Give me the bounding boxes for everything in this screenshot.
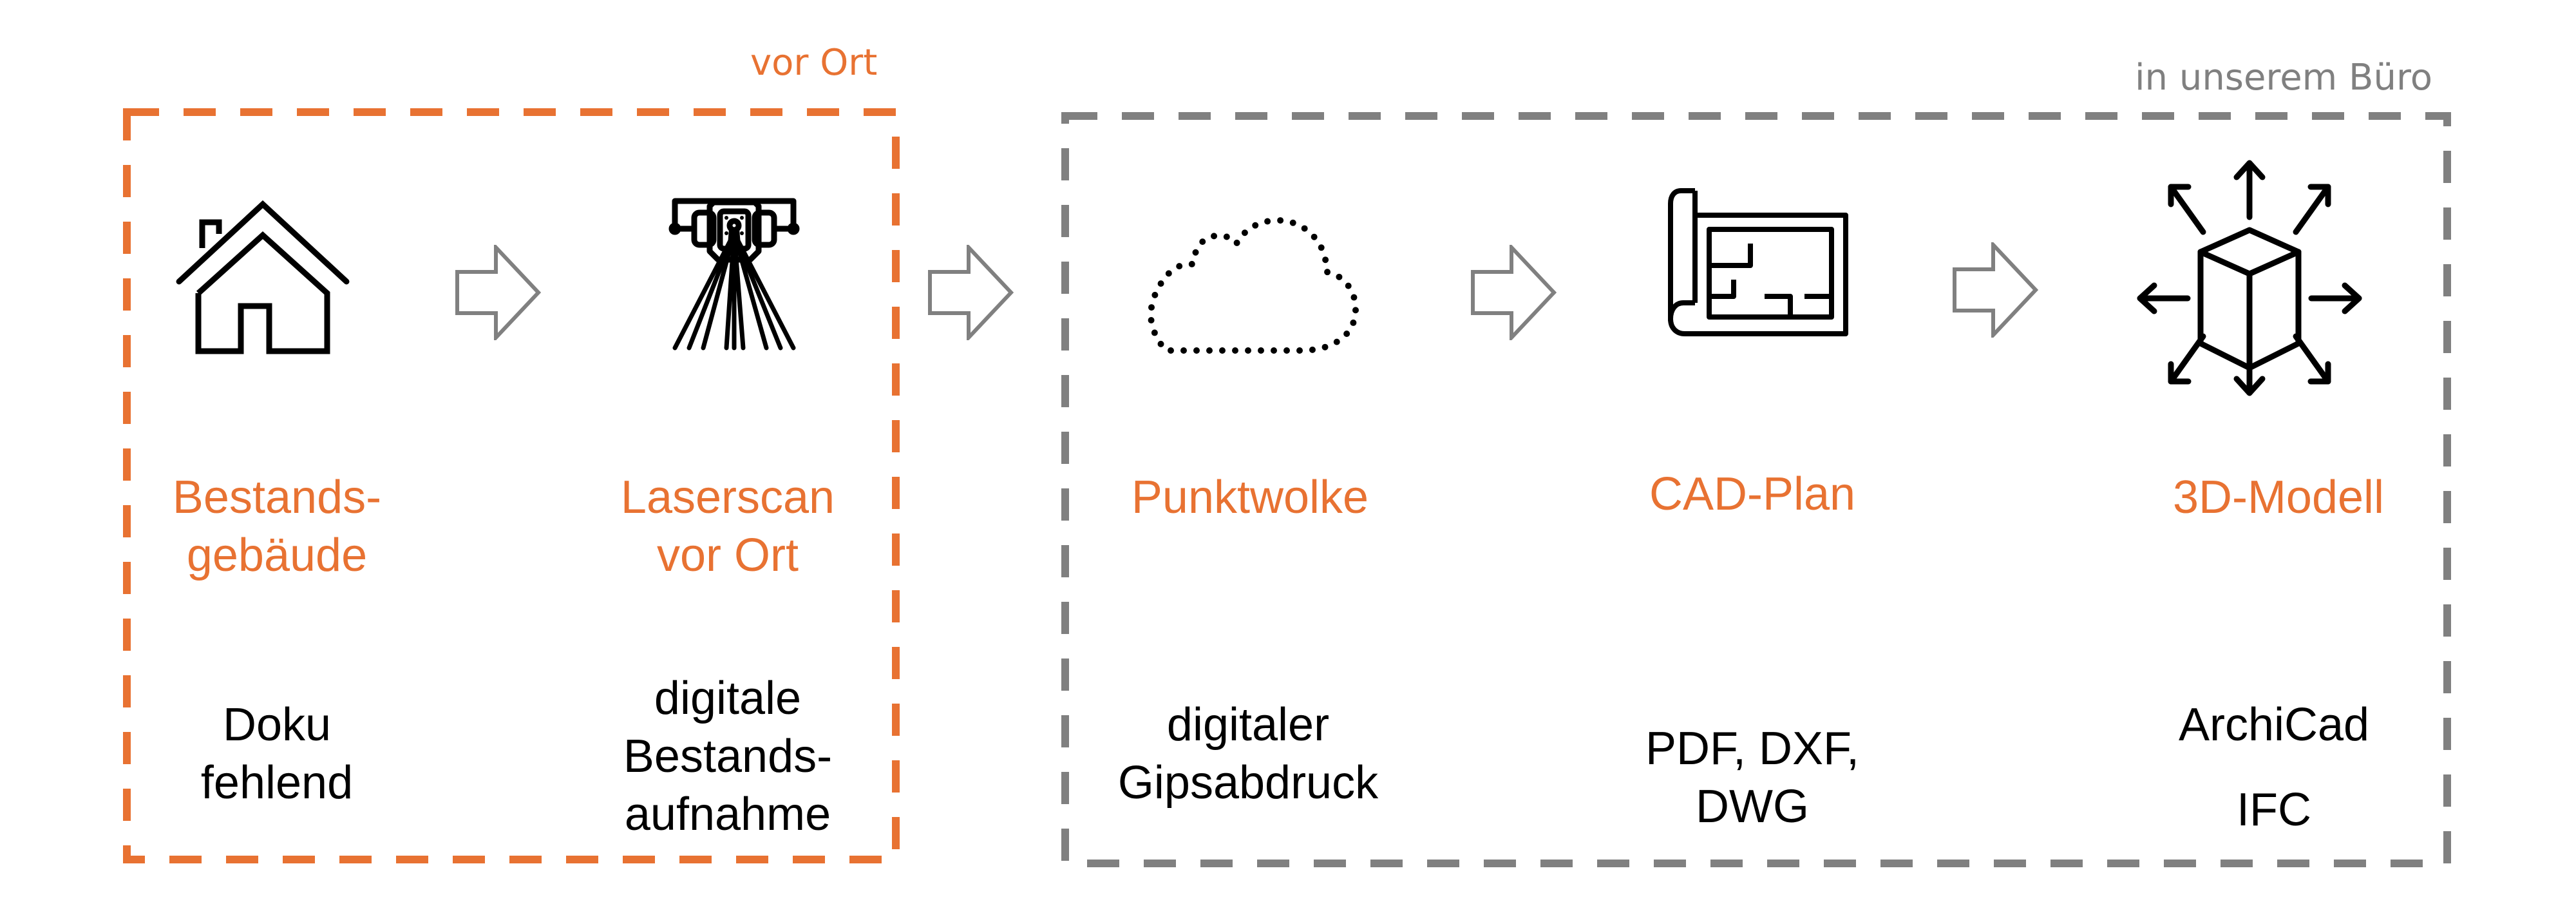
- step-desc-line: IFC: [2237, 784, 2311, 836]
- point-cloud-icon: [1148, 216, 1359, 354]
- step-desc-line: Gipsabdruck: [1117, 757, 1379, 809]
- step-desc-3d-modell: ArchiCad IFC: [2179, 696, 2369, 839]
- zone-onsite-label: vor Ort: [750, 42, 878, 84]
- laser-scanner-icon: [668, 198, 800, 351]
- flow-arrow-3: [1471, 245, 1557, 340]
- zone-office-frame: [1061, 112, 2451, 867]
- floor-plan-icon: [1668, 188, 1848, 336]
- step-title-punktwolke: Punktwolke: [1132, 468, 1368, 526]
- zone-office-label: in unserem Büro: [2134, 57, 2432, 99]
- step-desc-line: DWG: [1696, 781, 1809, 832]
- step-desc-cad-plan: PDF, DXF, DWG: [1645, 720, 1859, 836]
- step-desc-line: Bestands-: [623, 731, 833, 782]
- step-desc-line: digitaler: [1166, 699, 1330, 751]
- flow-arrow-1: [455, 245, 542, 340]
- flow-arrow-4: [1953, 242, 2039, 338]
- step-desc-line: PDF, DXF,: [1645, 723, 1860, 774]
- step-desc-bestandsgebaeude: Doku fehlend: [201, 696, 353, 812]
- step-desc-line: fehlend: [200, 757, 354, 809]
- step-title-cad-plan: CAD-Plan: [1649, 465, 1855, 523]
- house-icon: [176, 200, 350, 354]
- step-title-line: Punktwolke: [1131, 472, 1369, 523]
- step-title-line: CAD-Plan: [1649, 468, 1856, 520]
- flow-arrow-2: [928, 245, 1014, 340]
- step-desc-line: ArchiCad: [2178, 699, 2370, 751]
- step-title-line: vor Ort: [656, 530, 799, 581]
- step-title-line: Bestands-: [172, 472, 382, 523]
- step-desc-laserscan: digitale Bestands- aufnahme: [623, 669, 832, 843]
- step-title-bestandsgebaeude: Bestands- gebäude: [173, 468, 381, 584]
- step-desc-punktwolke: digitaler Gipsabdruck: [1118, 696, 1378, 812]
- step-desc-line: digitale: [654, 673, 802, 724]
- step-title-line: gebäude: [186, 530, 368, 581]
- step-desc-line: Doku: [222, 699, 332, 751]
- 3d-cube-arrows-down: [2168, 333, 2331, 396]
- step-title-laserscan: Laserscan vor Ort: [621, 468, 835, 584]
- step-title-line: 3D-Modell: [2172, 472, 2385, 523]
- step-title-3d-modell: 3D-Modell: [2173, 468, 2384, 526]
- zone-onsite-frame: [123, 108, 900, 863]
- step-desc-line: aufnahme: [624, 789, 831, 840]
- step-title-line: Laserscan: [620, 472, 835, 523]
